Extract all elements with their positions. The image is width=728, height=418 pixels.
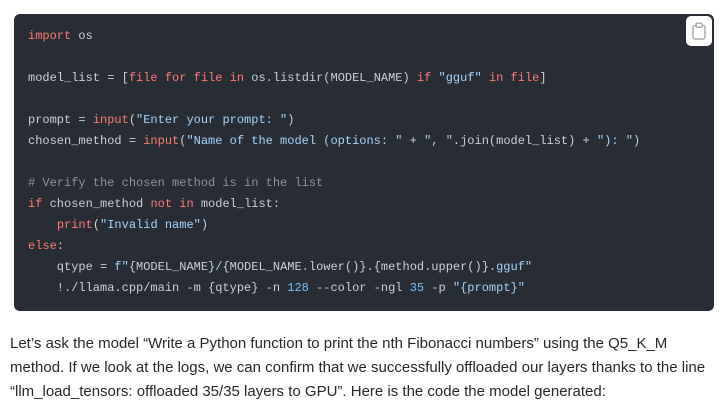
article-paragraph: Let’s ask the model “Write a Python func… (10, 335, 706, 400)
code-line: prompt = input("Enter your prompt: ") (28, 113, 295, 127)
code-line: import os (28, 29, 93, 43)
code-line (28, 152, 700, 173)
code-line: model_list = [file for file in os.listdi… (28, 71, 547, 85)
code-line: # Verify the chosen method is in the lis… (28, 176, 324, 190)
code-line (28, 89, 700, 110)
code-line: qtype = f"{MODEL_NAME}/{MODEL_NAME.lower… (28, 260, 533, 274)
code-line: print("Invalid name") (56, 218, 209, 232)
copy-code-button[interactable] (686, 16, 712, 46)
code-line: chosen_method = input("Name of the model… (28, 134, 641, 148)
code-content: import os model_list = [file for file in… (28, 26, 700, 299)
code-lines: import os model_list = [file for file in… (28, 26, 700, 299)
clipboard-icon (692, 21, 706, 40)
code-block: import os model_list = [file for file in… (14, 14, 714, 311)
code-line: !./llama.cpp/main -m {qtype} -n 128 --co… (28, 281, 525, 295)
code-line: if chosen_method not in model_list: (28, 197, 281, 211)
code-line: else: (28, 239, 65, 253)
code-line (28, 47, 700, 68)
